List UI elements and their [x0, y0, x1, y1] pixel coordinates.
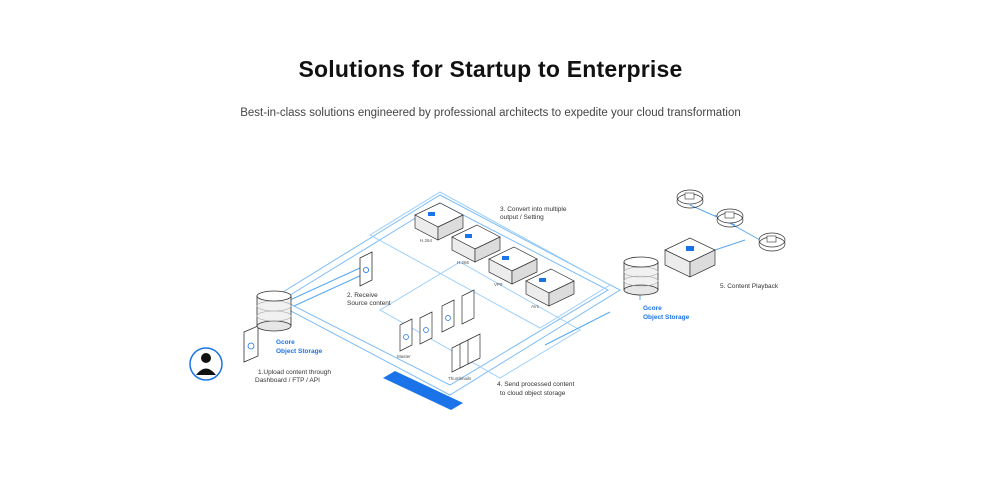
step1-label-line1: 1.Upload content through — [258, 369, 331, 376]
output-label-1: H.264 — [420, 238, 433, 243]
step1-label-line2: Dashboard / FTP / API — [255, 377, 320, 384]
encoder-box-2 — [451, 224, 501, 263]
right-storage-cylinder-icon — [623, 256, 659, 296]
step3-label-line1: 3. Convert into multiple — [500, 206, 567, 213]
left-storage-label-line1: Gcore — [276, 339, 295, 346]
step3-label-line2: output / Setting — [500, 214, 544, 221]
output-label-4: AV1 — [531, 304, 540, 309]
playback-device-icons — [676, 189, 786, 252]
encoder-box-1 — [414, 202, 464, 241]
encoder-box-3 — [488, 246, 538, 285]
file-stack-icons — [399, 289, 481, 373]
cdn-box-icon — [664, 237, 716, 278]
encoder-boxes — [414, 202, 575, 307]
encoder-output-labels: H.264 H.265 VP9 AV1 — [420, 238, 540, 309]
step2-label-line1: 2. Receive — [347, 292, 378, 299]
right-storage-label-line2: Object Storage — [643, 314, 690, 321]
user-avatar — [189, 347, 223, 381]
device-icon-3 — [758, 232, 786, 252]
device-icon-2 — [716, 208, 744, 228]
device-icon-1 — [676, 189, 704, 209]
page-subtitle: Best-in-class solutions engineered by pr… — [240, 107, 741, 119]
file-label-thumbnails: Thumbnails — [448, 376, 472, 381]
file-label-master: Master — [397, 354, 411, 359]
step5-label: 5. Content Playback — [720, 283, 779, 290]
step4-label-line1: 4. Send processed content — [497, 381, 575, 388]
output-label-3: VP9 — [494, 282, 503, 287]
left-storage-label-line2: Object Storage — [276, 348, 323, 355]
output-label-2: H.265 — [457, 260, 470, 265]
step2-label-line2: Source content — [347, 300, 391, 307]
right-storage-label-line1: Gcore — [643, 305, 662, 312]
step4-label-line2: to cloud object storage — [500, 390, 566, 397]
upload-document-icon — [243, 325, 259, 363]
left-storage-cylinder-icon — [256, 290, 292, 332]
page-title: Solutions for Startup to Enterprise — [298, 56, 683, 82]
encoder-box-4 — [525, 268, 575, 307]
receive-document-icon — [359, 251, 373, 287]
